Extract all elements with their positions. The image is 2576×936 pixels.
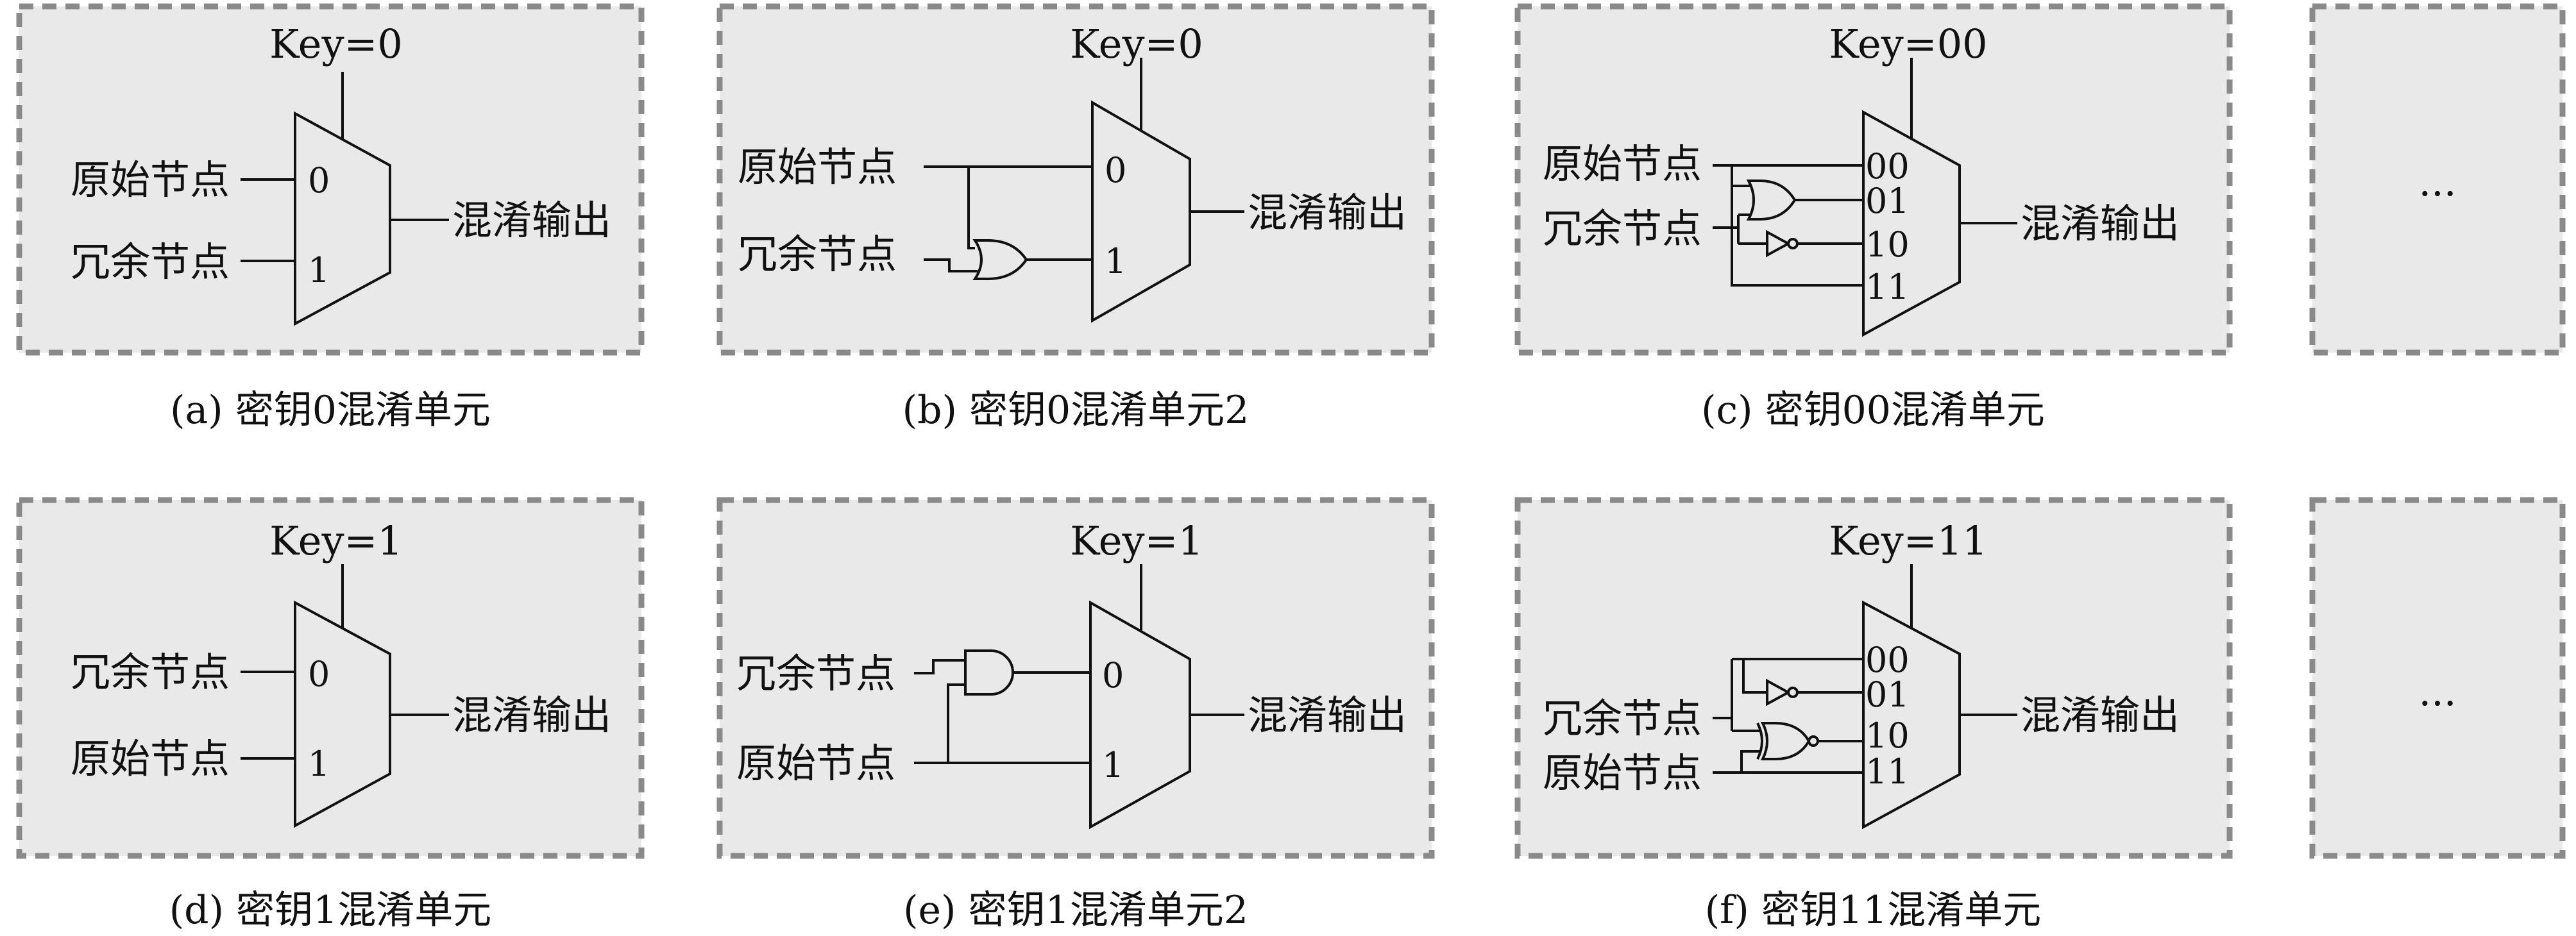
panel-b-port-0: 0 <box>1105 150 1126 190</box>
panel-h-frame <box>2309 497 2566 859</box>
panel-e-branch-wire <box>947 683 965 763</box>
not-gate <box>1766 678 1792 706</box>
not-gate-bubble <box>1787 687 1799 698</box>
panel-c-port-01: 01 <box>1865 181 1910 221</box>
panel-c-input-bottom-label: 冗余节点 <box>1543 205 1702 252</box>
panel-c-output-label: 混淆输出 <box>2021 200 2180 247</box>
panel-g-frame <box>2309 3 2566 356</box>
panel-f-mux <box>1862 600 1961 830</box>
panel-c: Key=00 原始节点 冗余节点 00 01 10 11 混淆输出 (c) 密钥… <box>1514 3 2233 433</box>
panel-e-port-0: 0 <box>1102 655 1124 696</box>
panel-b-caption: (b) 密钥0混淆单元2 <box>902 388 1250 433</box>
panel-a-output-label: 混淆输出 <box>452 197 611 244</box>
panel-c-port-11: 11 <box>1865 267 1910 307</box>
panel-b-in1-wire <box>924 258 978 272</box>
panel-c-mux <box>1862 110 1961 337</box>
panel-d-input-bottom-label: 原始节点 <box>71 735 230 782</box>
panel-b-branch-wire <box>967 167 975 249</box>
not-gate <box>1766 230 1792 258</box>
panel-f-port-11: 11 <box>1865 751 1910 792</box>
panel-b-output-label: 混淆输出 <box>1248 189 1407 236</box>
panel-c-top-bus <box>1731 165 1863 287</box>
or-gate <box>972 239 1028 280</box>
panel-a-mux <box>294 111 391 326</box>
panel-c-input-top-label: 原始节点 <box>1543 140 1702 187</box>
panel-e: Key=1 冗余节点 原始节点 0 1 混淆输出 (e) 密钥1混淆单元2 <box>716 497 1435 933</box>
panel-f-bottom-branch <box>1740 750 1761 773</box>
panel-d-mux <box>294 600 391 828</box>
panel-c-port-00: 00 <box>1865 146 1910 187</box>
panel-c-key-label: Key=00 <box>1829 21 1987 67</box>
panel-b-frame <box>716 3 1435 356</box>
xor-gate-back-curve <box>1756 723 1763 760</box>
panel-g-ellipsis: ... <box>2418 158 2456 205</box>
panel-d-port-0: 0 <box>308 654 330 694</box>
panel-d: Key=1 冗余节点 原始节点 0 1 混淆输出 (d) 密钥1混淆单元 <box>16 497 645 933</box>
panel-a-port-0: 0 <box>308 160 330 201</box>
panel-f-input-top-label: 冗余节点 <box>1543 695 1702 742</box>
or-gate <box>1746 180 1797 221</box>
panel-b: Key=0 原始节点 冗余节点 0 1 混淆输出 (b) 密钥0混淆单元2 <box>716 3 1435 433</box>
panel-g: ... <box>2309 3 2566 356</box>
panel-e-frame <box>716 497 1435 859</box>
panel-b-port-1: 1 <box>1105 241 1126 281</box>
panel-e-input-top-label: 冗余节点 <box>736 650 895 697</box>
panel-e-caption: (e) 密钥1混淆单元2 <box>903 888 1248 933</box>
panel-d-port-1: 1 <box>308 744 330 784</box>
xor-gate-bubble <box>1808 735 1819 747</box>
panel-f: Key=11 冗余节点 原始节点 00 01 10 11 混淆输出 (f) 密钥… <box>1514 497 2233 933</box>
panel-f-key-label: Key=11 <box>1829 517 1987 564</box>
panel-f-caption: (f) 密钥11混淆单元 <box>1705 888 2041 933</box>
panel-b-input-bottom-label: 冗余节点 <box>738 231 897 278</box>
panel-a: Key=0 原始节点 冗余节点 0 1 混淆输出 (a) 密钥0混淆单元 <box>16 3 645 433</box>
panel-e-in-top-wire <box>914 659 965 674</box>
panel-h: ... <box>2309 497 2566 859</box>
panel-e-output-label: 混淆输出 <box>1248 692 1407 739</box>
panel-h-ellipsis: ... <box>2418 668 2456 715</box>
xor-gate <box>1760 722 1811 760</box>
panel-f-port-00: 00 <box>1865 640 1910 680</box>
panel-a-input-bottom-label: 冗余节点 <box>71 238 230 285</box>
and-gate <box>964 649 1014 696</box>
panel-d-key-label: Key=1 <box>269 517 403 564</box>
panel-a-key-label: Key=0 <box>269 21 403 67</box>
panel-f-not-in <box>1742 659 1767 694</box>
panel-b-key-label: Key=0 <box>1070 21 1203 67</box>
panel-f-output-label: 混淆输出 <box>2021 692 2180 739</box>
panel-e-port-1: 1 <box>1102 745 1124 785</box>
panel-a-input-top-label: 原始节点 <box>71 156 230 203</box>
panel-f-input-bottom-label: 原始节点 <box>1543 749 1702 796</box>
panel-d-input-top-label: 冗余节点 <box>71 649 230 696</box>
panel-e-mux <box>1089 600 1191 830</box>
panel-c-caption: (c) 密钥00混淆单元 <box>1701 388 2045 433</box>
panel-f-port-01: 01 <box>1865 674 1910 715</box>
not-gate-bubble <box>1787 238 1799 249</box>
panel-f-port-10: 10 <box>1865 715 1910 756</box>
panel-a-port-1: 1 <box>308 250 330 290</box>
panel-c-port-10: 10 <box>1865 224 1910 265</box>
panel-a-caption: (a) 密钥0混淆单元 <box>170 388 491 433</box>
panel-e-input-bottom-label: 原始节点 <box>736 740 895 787</box>
panel-b-input-top-label: 原始节点 <box>738 144 897 190</box>
panel-d-caption: (d) 密钥1混淆单元 <box>169 888 491 933</box>
panel-b-mux <box>1091 100 1191 323</box>
panel-d-output-label: 混淆输出 <box>452 692 611 739</box>
panel-e-key-label: Key=1 <box>1070 517 1203 564</box>
